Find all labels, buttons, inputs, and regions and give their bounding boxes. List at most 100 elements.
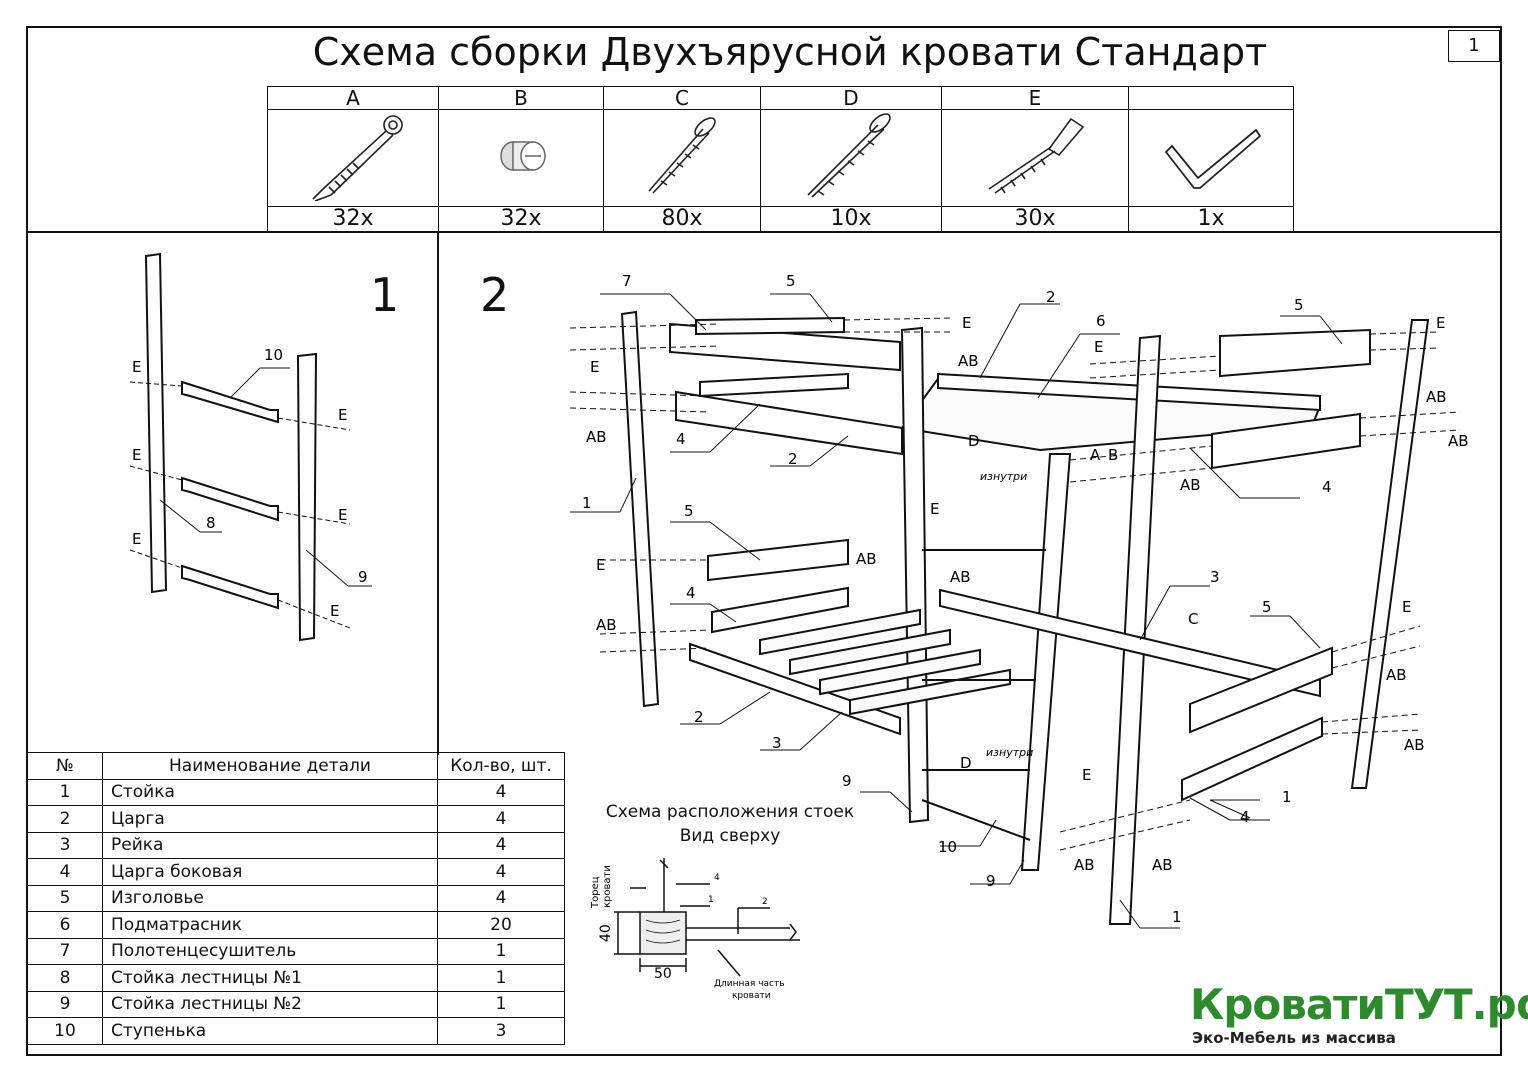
- rail-2: [939, 588, 1321, 698]
- post-placement-scheme: 4 1 2 50 40 Торец кровати Длинная часть …: [590, 858, 800, 1001]
- label-E: E: [132, 446, 141, 464]
- rail-2: [689, 642, 901, 736]
- part-number: 7: [27, 937, 103, 965]
- ladder-step: [181, 564, 279, 610]
- dimension-height: 40: [598, 924, 614, 942]
- dowel-screw-icon: [941, 109, 1129, 207]
- label-D: D: [968, 432, 980, 450]
- long-wood-screw-icon: [760, 109, 942, 207]
- rail-2: [699, 372, 849, 398]
- fastener-letter: B: [438, 86, 604, 110]
- scheme-long-side: кровати: [732, 991, 771, 1001]
- label-E: E: [132, 530, 141, 548]
- fastener-letter: A: [267, 86, 439, 110]
- label-AB: AB: [596, 616, 617, 634]
- step-1-number: 1: [370, 268, 400, 322]
- part-qty: 4: [437, 805, 565, 833]
- bunk-bed-assembly-diagram: 7 5 2 6 5 4 2 1 5 4 2 3 4 3 5 1 4 1 9 10…: [569, 272, 1469, 929]
- label-A: A: [1090, 446, 1101, 464]
- scheme-torec-line1: Торец: [590, 876, 601, 909]
- fastener-qty: 32x: [438, 206, 604, 232]
- hex-key-icon: [1128, 109, 1294, 207]
- slat-3: [819, 648, 981, 696]
- part-qty: 4: [437, 858, 565, 886]
- wood-screw-icon: [603, 109, 761, 207]
- towel-rail-7: [669, 322, 901, 372]
- label-E: E: [590, 358, 599, 376]
- label-AB: AB: [1180, 476, 1201, 494]
- part-qty: 1: [437, 964, 565, 992]
- part-number: 10: [27, 1017, 103, 1045]
- label-inside: изнутри: [980, 470, 1027, 483]
- label-part-9: 9: [358, 568, 368, 586]
- label-part-5: 5: [684, 502, 694, 520]
- label-AB: AB: [1386, 666, 1407, 684]
- headboard-5: [707, 538, 849, 582]
- label-AB: AB: [1448, 432, 1469, 450]
- label-part-5: 5: [1294, 296, 1304, 314]
- label-part-5: 5: [786, 272, 796, 290]
- part-number: 5: [27, 884, 103, 912]
- label-E: E: [132, 358, 141, 376]
- step-2-number: 2: [480, 268, 510, 322]
- part-number: 8: [27, 964, 103, 992]
- side-rail-4: [711, 586, 849, 634]
- header-divider: [26, 231, 1502, 233]
- fastener-qty: 30x: [941, 206, 1129, 232]
- label-E: E: [596, 556, 605, 574]
- part-name: Изголовье: [102, 884, 438, 912]
- part-name: Царга боковая: [102, 858, 438, 886]
- label-part-10: 10: [938, 838, 957, 856]
- ladder-step: [181, 476, 279, 522]
- scheme-callout: 2: [762, 897, 768, 907]
- label-AB: AB: [1426, 388, 1447, 406]
- side-rail-4: [1181, 716, 1323, 802]
- label-C: C: [1188, 610, 1198, 628]
- scheme-callout: 4: [714, 873, 720, 883]
- label-E: E: [1094, 338, 1103, 356]
- part-number: 9: [27, 990, 103, 1018]
- headboard-5: [1219, 328, 1371, 378]
- ladder-post-9: [1020, 453, 1072, 871]
- slat-3: [789, 628, 951, 676]
- bed-post-1: [620, 310, 660, 708]
- part-name: Стойка: [102, 778, 438, 806]
- label-part-6: 6: [1096, 312, 1106, 330]
- label-part-3: 3: [1210, 568, 1220, 586]
- label-part-2: 2: [788, 450, 798, 468]
- label-E: E: [338, 406, 347, 424]
- part-name: Царга: [102, 805, 438, 833]
- label-part-5: 5: [1262, 598, 1272, 616]
- headboard-5: [695, 316, 845, 336]
- rail-2: [937, 372, 1321, 412]
- fastener-qty: 1x: [1128, 206, 1294, 232]
- label-AB: AB: [958, 352, 979, 370]
- fastener-qty: 32x: [267, 206, 439, 232]
- label-E: E: [962, 314, 971, 332]
- part-name: Стойка лестницы №2: [102, 990, 438, 1018]
- side-rail-4: [1211, 412, 1361, 470]
- part-qty: 4: [437, 884, 565, 912]
- label-part-2: 2: [1046, 288, 1056, 306]
- drawing-frame: [26, 26, 1502, 1056]
- part-number: 2: [27, 805, 103, 833]
- dimension-width: 50: [654, 966, 672, 982]
- part-qty: 1: [437, 990, 565, 1018]
- parts-header-number: №: [27, 752, 103, 780]
- part-number: 6: [27, 911, 103, 939]
- label-E: E: [1402, 598, 1411, 616]
- label-AB: AB: [586, 428, 607, 446]
- label-part-4: 4: [686, 584, 696, 602]
- part-number: 4: [27, 858, 103, 886]
- label-E: E: [338, 506, 347, 524]
- part-qty: 1: [437, 937, 565, 965]
